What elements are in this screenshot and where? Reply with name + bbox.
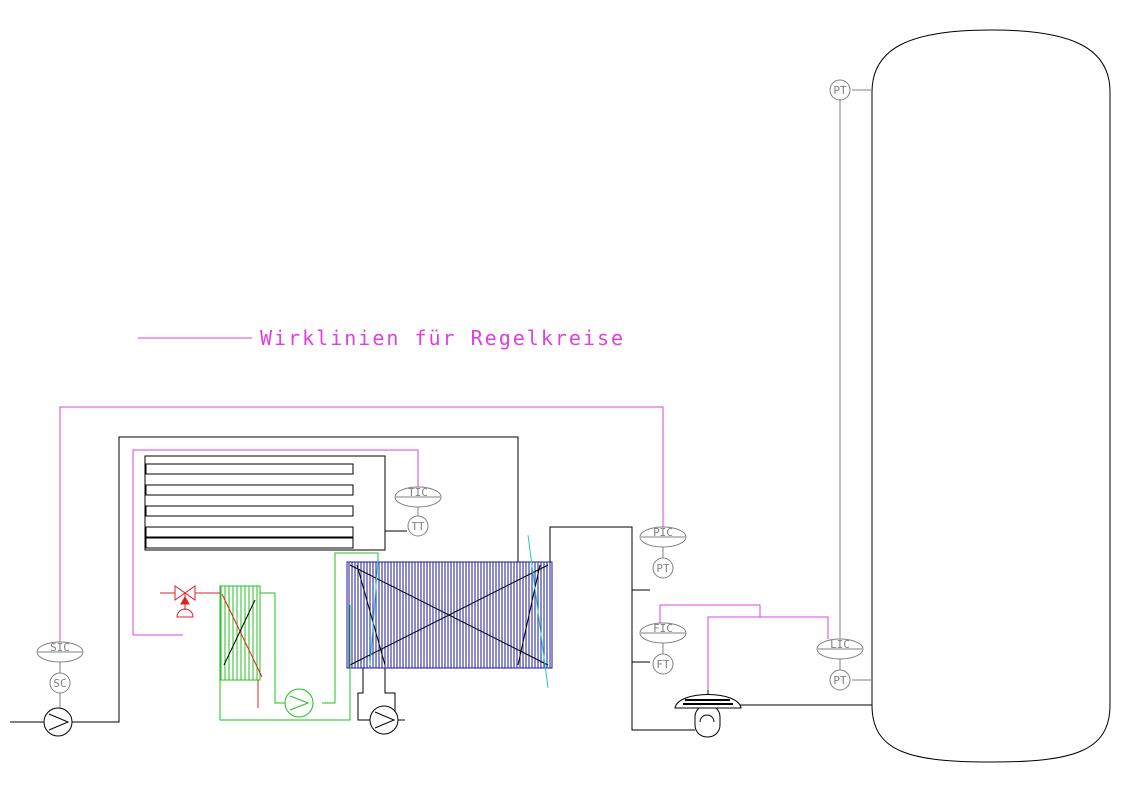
instrument-ft: FT — [652, 653, 674, 675]
instrument-pt-top: PT — [829, 79, 851, 101]
circulation-pump — [369, 705, 399, 735]
svg-text:PIC: PIC — [653, 526, 673, 539]
instrument-lines — [59, 89, 872, 710]
svg-text:SC: SC — [53, 677, 66, 690]
instrument-tic: TIC — [394, 486, 442, 508]
svg-text:LIC: LIC — [830, 638, 850, 651]
actuator-dome — [674, 694, 742, 709]
cooling-circuit — [219, 552, 379, 721]
legend-label: Wirklinien für Regelkreise — [260, 326, 625, 350]
cooling-pump — [284, 688, 314, 718]
control-lines — [59, 406, 829, 690]
heat-exchanger-main — [346, 534, 553, 689]
cooling-diagonal-black — [223, 599, 256, 666]
instrument-tt: TT — [407, 515, 429, 537]
feed-pump-left — [43, 707, 73, 737]
legend: Wirklinien für Regelkreise — [138, 326, 625, 350]
instrument-pic: PIC — [639, 526, 687, 548]
cooling-diagonal — [221, 593, 263, 678]
svg-text:PT: PT — [656, 562, 670, 575]
control-valve — [160, 585, 220, 618]
instrument-pt-mid: PT — [652, 557, 674, 579]
storage-tank — [871, 29, 1111, 763]
svg-text:PT: PT — [833, 84, 847, 97]
svg-text:TT: TT — [411, 520, 425, 533]
svg-text:SIC: SIC — [50, 641, 70, 654]
instrument-sic: SIC — [36, 641, 84, 663]
svg-text:PT: PT — [833, 674, 847, 687]
svg-text:FT: FT — [656, 658, 670, 671]
svg-text:FIC: FIC — [653, 622, 673, 635]
instrument-sc: SC — [49, 672, 71, 694]
instrument-lic: LIC — [816, 638, 864, 660]
instrument-pt-bottom: PT — [829, 669, 851, 691]
svg-text:TIC: TIC — [408, 486, 428, 499]
instrument-fic: FIC — [639, 622, 687, 644]
